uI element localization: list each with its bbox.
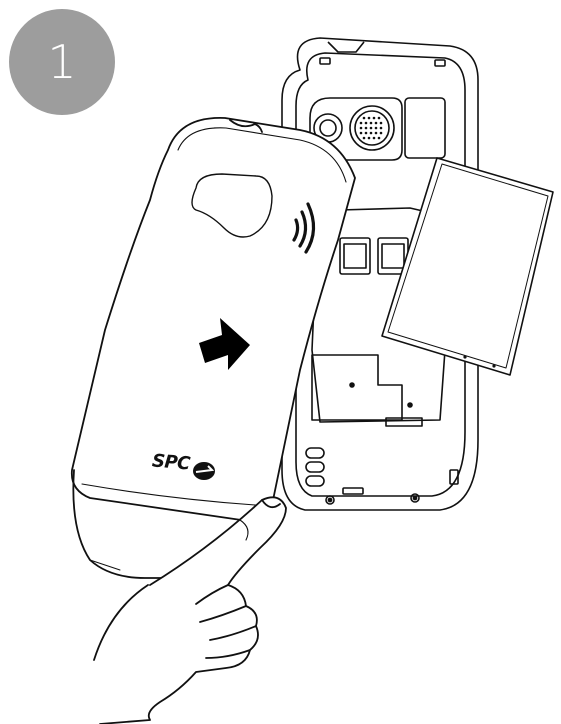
- arrow-icon: [199, 318, 250, 370]
- step-badge: 1: [9, 9, 115, 115]
- battery-cover: [70, 117, 356, 579]
- battery: [381, 157, 554, 376]
- nfc-icon: [292, 202, 316, 254]
- speaker-grille: [359, 116, 383, 140]
- hand-icon: [93, 496, 287, 724]
- step-number: 1: [47, 35, 77, 89]
- brand-logo-text: SPC: [151, 450, 191, 475]
- brand-logo: [193, 462, 215, 480]
